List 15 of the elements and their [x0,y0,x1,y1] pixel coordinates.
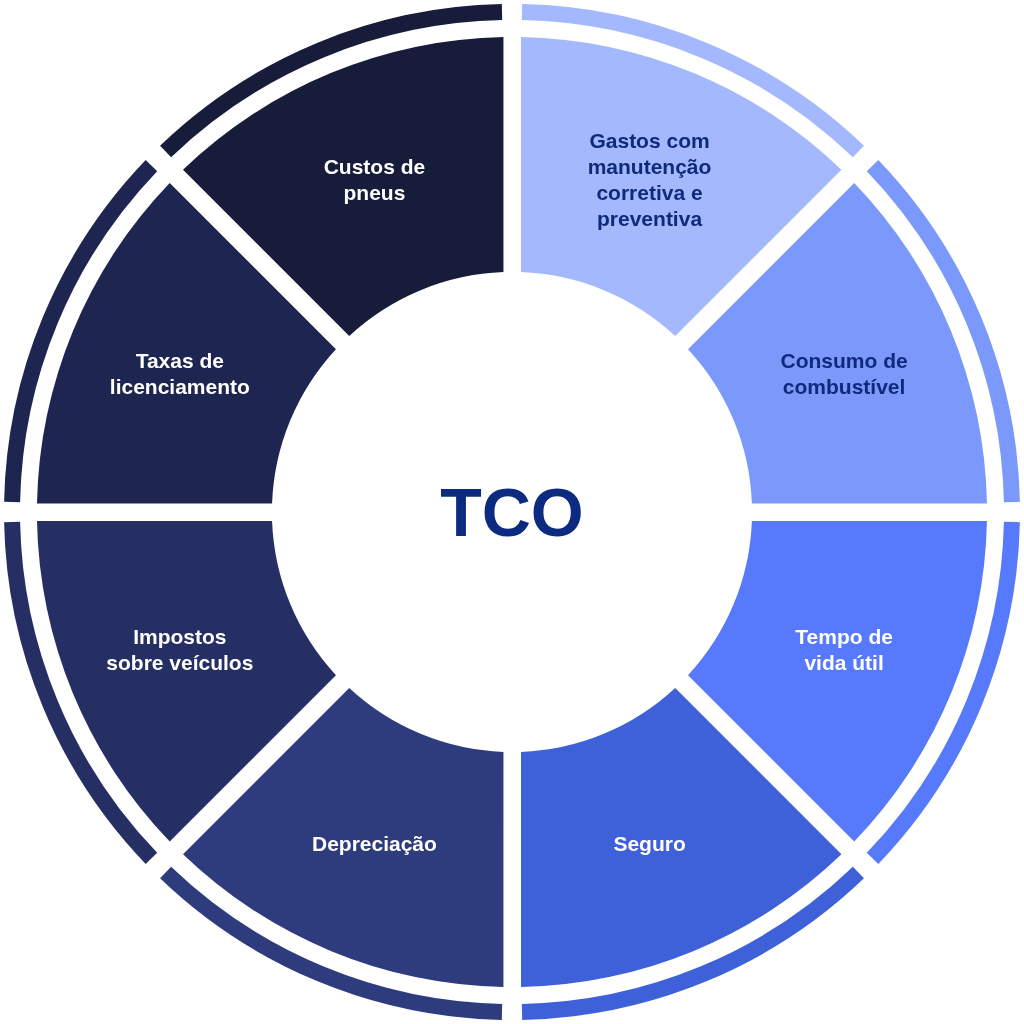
wheel-segment [521,687,842,987]
segment-label: Depreciação [310,831,438,858]
wheel-segment [687,521,987,842]
segment-label: Tempo de vida útil [794,623,894,676]
wheel-segment [182,37,503,337]
wheel-segment [37,182,337,503]
wheel-segment [182,687,503,987]
center-title: TCO [440,476,584,548]
segment-label: Gastos com manutenção corretiva e preventiva [586,127,713,232]
segment-label: Taxas de licenciamento [108,348,251,401]
segment-label: Seguro [612,831,687,858]
segment-label: Consumo de combustível [779,348,909,401]
segment-label: Custos de pneus [322,153,427,206]
segment-label: Impostos sobre veículos [105,623,255,676]
wheel-segment [521,37,842,337]
